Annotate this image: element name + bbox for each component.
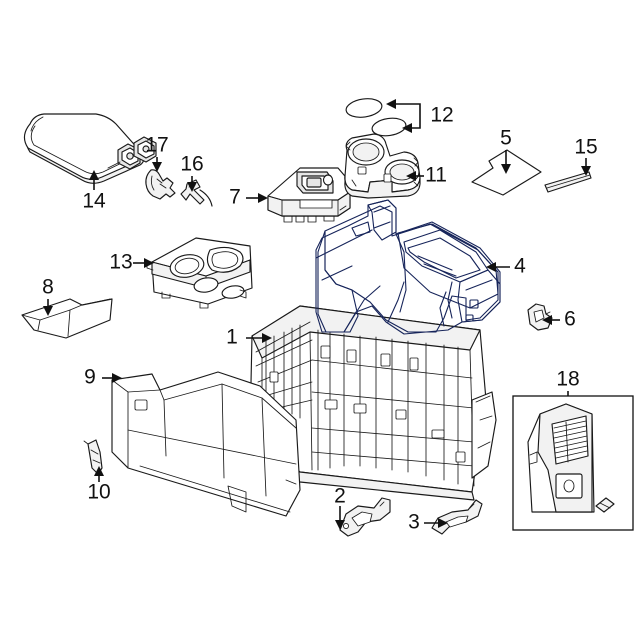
part-console-side-trim-panel: [111, 371, 301, 517]
callout-label-14[interactable]: 14: [82, 190, 106, 213]
callout-labels: 1 2 3 4 5 6 7 8 9 10 11 12 13 14 15 16 1…: [42, 104, 598, 534]
part-cup-holder-o-rings: [345, 98, 407, 137]
callout-label-12[interactable]: 12: [430, 104, 453, 127]
callout-label-4[interactable]: 4: [514, 255, 526, 278]
callout-label-9[interactable]: 9: [84, 366, 96, 389]
callout-label-18[interactable]: 18: [556, 368, 579, 391]
part-armrest-lid: [23, 113, 157, 184]
callout-label-1[interactable]: 1: [226, 326, 238, 349]
part-cup-holder-trim-plate: [146, 237, 253, 309]
part-latch-striker: [145, 169, 176, 200]
callout-label-13[interactable]: 13: [109, 251, 132, 274]
part-shifter-bezel-tray: [267, 167, 351, 223]
callout-label-8[interactable]: 8: [42, 276, 54, 299]
part-console-base-frame: [249, 305, 497, 501]
callout-label-6[interactable]: 6: [564, 308, 576, 331]
callout-label-17[interactable]: 17: [145, 134, 168, 157]
part-rear-console-vent-panel: [512, 395, 634, 531]
part-bracket-left: [339, 497, 391, 537]
part-cup-holder-insert: [344, 133, 421, 199]
callout-label-3[interactable]: 3: [408, 511, 420, 534]
callout-label-10[interactable]: 10: [87, 481, 110, 504]
callout-label-15[interactable]: 15: [574, 136, 597, 159]
callout-label-7[interactable]: 7: [229, 186, 241, 209]
leader-lines: [43, 99, 591, 530]
part-bracket-right: [431, 499, 483, 535]
part-retainer-clip: [527, 303, 553, 331]
callout-label-5[interactable]: 5: [500, 127, 512, 150]
callout-label-2[interactable]: 2: [334, 485, 346, 508]
callout-label-16[interactable]: 16: [180, 153, 203, 176]
part-console-lid-insert: [21, 298, 113, 339]
part-hinge-bracket: [180, 179, 213, 207]
part-console-body-panel-highlighted: [315, 199, 501, 335]
callout-label-11[interactable]: 11: [425, 164, 447, 187]
part-trim-strip: [544, 171, 592, 193]
